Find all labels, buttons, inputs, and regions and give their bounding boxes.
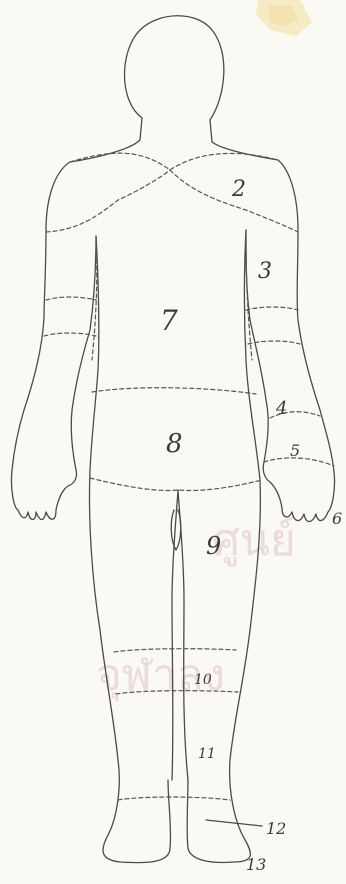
torso-left-outline: [89, 236, 170, 863]
shoulder-dash-left: [46, 170, 170, 232]
left-arm-outline: [11, 162, 96, 520]
pointer-line-12: [206, 820, 262, 826]
inner-leg-right: [178, 490, 188, 780]
label-region-9: 9: [206, 532, 221, 560]
label-region-2: 2: [231, 177, 246, 202]
label-region-4: 4: [275, 398, 287, 419]
label-region-12: 12: [266, 819, 286, 838]
label-region-8: 8: [166, 429, 183, 459]
watermark-text-top: ศูนย์: [212, 515, 296, 567]
inner-leg-left: [172, 490, 178, 780]
label-region-10: 10: [194, 672, 212, 688]
neck-outline: [70, 118, 278, 162]
right-arm-outline: [246, 160, 335, 522]
upper-arm-band-left-top: [46, 297, 96, 300]
watermark-logo: [256, 0, 312, 36]
ankle-dash: [118, 797, 230, 800]
waist-dash: [92, 388, 256, 394]
head-outline: [125, 16, 224, 120]
label-region-7: 7: [160, 304, 178, 337]
forearm-line-left: [92, 238, 97, 360]
hip-dash: [90, 478, 262, 491]
label-region-5: 5: [290, 441, 300, 460]
label-region-13: 13: [246, 855, 266, 874]
label-region-6: 6: [332, 509, 342, 528]
label-region-3: 3: [258, 259, 272, 284]
label-region-11: 11: [198, 746, 216, 762]
forearm-line-right: [246, 240, 252, 360]
region-boundaries: [44, 153, 334, 826]
upper-arm-band-right-top: [246, 307, 298, 310]
